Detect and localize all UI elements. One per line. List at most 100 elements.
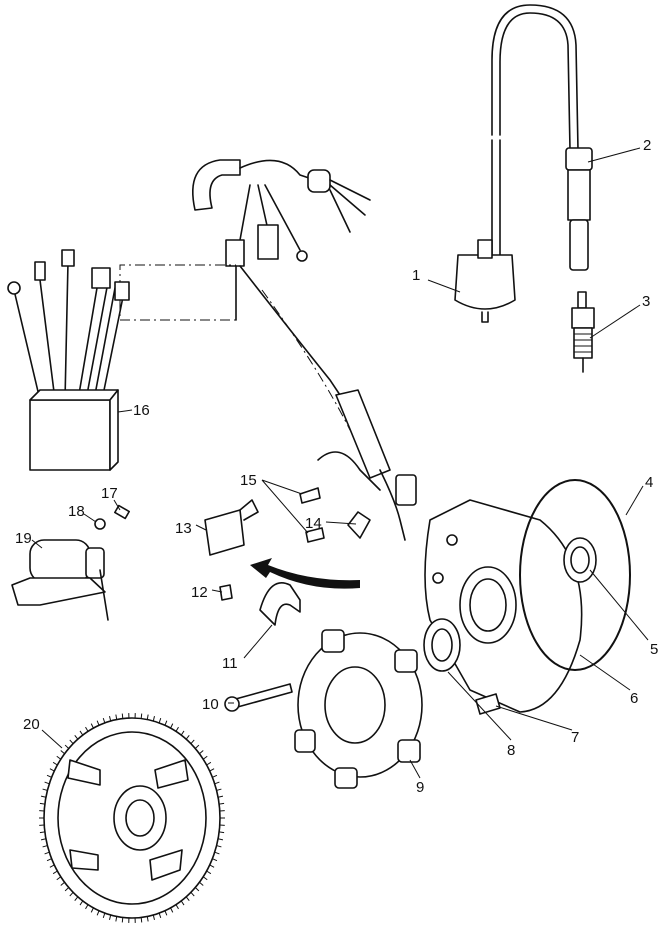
flywheel-tooth	[44, 851, 50, 855]
flywheel-tooth	[44, 781, 50, 785]
flywheel-tooth	[79, 730, 84, 736]
callout-14: 14	[305, 515, 322, 532]
flywheel-tooth	[219, 802, 225, 805]
washer	[94, 518, 106, 530]
flywheel-tooth	[90, 907, 94, 913]
flywheel-tooth	[180, 730, 185, 736]
flywheel-tooth	[206, 761, 212, 766]
callout-6: 6	[630, 690, 638, 707]
connection-line	[119, 264, 237, 321]
callout-10: 10	[202, 696, 219, 713]
direction-arrow	[250, 558, 360, 589]
flywheel-tooth	[216, 845, 222, 848]
callout-4: 4	[645, 474, 653, 491]
flywheel-tooth	[56, 876, 62, 881]
flywheel-tooth	[185, 734, 190, 740]
screw	[219, 584, 233, 601]
callout-13: 13	[175, 520, 192, 537]
flywheel-tooth	[194, 887, 200, 892]
flywheel-tooth	[180, 900, 185, 906]
pulser-coil	[204, 499, 259, 556]
flywheel-tooth	[194, 744, 200, 749]
callout-15: 15	[240, 472, 257, 489]
flywheel-tooth	[42, 788, 48, 791]
flywheel-tooth	[199, 881, 204, 886]
flywheel-tooth	[175, 904, 179, 910]
flywheel-tooth	[85, 726, 89, 732]
flywheel-tooth	[209, 768, 215, 772]
flywheel-tooth	[158, 717, 162, 724]
flywheel-tooth	[185, 896, 190, 902]
flywheel-tooth	[64, 744, 70, 749]
callout-7: 7	[571, 729, 579, 746]
bolt-head	[224, 696, 240, 712]
callout-11: 11	[222, 655, 238, 672]
flywheel-tooth	[74, 896, 79, 902]
flywheel-tooth	[214, 851, 220, 855]
callout-18: 18	[68, 503, 85, 520]
flywheel-tooth	[209, 864, 215, 868]
flywheel-tooth	[217, 795, 224, 798]
flywheel-tooth	[190, 891, 195, 897]
ignition-coil	[454, 4, 579, 323]
flywheel	[39, 713, 225, 923]
callout-1: 1	[412, 267, 420, 284]
flywheel-tooth	[121, 713, 124, 719]
flywheel-tooth	[102, 717, 106, 724]
flywheel-tooth	[202, 876, 208, 881]
flywheel-tooth	[40, 795, 47, 798]
bearing-seal	[563, 537, 597, 583]
starter-solenoid	[11, 539, 109, 621]
flywheel-tooth	[214, 781, 220, 785]
flywheel-tooth	[202, 755, 208, 760]
flywheel-tooth	[152, 715, 155, 722]
spark-plug	[571, 291, 595, 373]
flywheel-tooth	[74, 734, 79, 740]
flywheel-tooth	[206, 870, 212, 875]
callout-16: 16	[133, 402, 150, 419]
flywheel-tooth	[39, 831, 45, 834]
spark-plug-cap	[565, 147, 593, 271]
clamp	[259, 582, 301, 626]
flywheel-tooth	[216, 788, 222, 791]
flywheel-tooth	[60, 750, 65, 755]
stator	[294, 629, 423, 789]
flywheel-tooth	[146, 714, 149, 720]
flywheel-tooth	[219, 831, 225, 834]
flywheel-tooth	[170, 907, 174, 913]
callout-5: 5	[650, 641, 658, 658]
flywheel-tooth	[217, 838, 224, 841]
callout-12: 12	[191, 584, 208, 601]
nut	[114, 504, 130, 520]
o-ring	[519, 479, 631, 671]
flywheel-tooth	[49, 768, 55, 772]
flywheel-tooth	[49, 864, 55, 868]
flywheel-tooth	[85, 904, 89, 910]
flywheel-tooth	[60, 881, 65, 886]
flywheel-tooth	[164, 720, 168, 726]
flywheel-tooth	[69, 739, 74, 745]
flywheel-tooth	[46, 858, 52, 862]
flywheel-tooth	[190, 739, 195, 745]
screw	[305, 527, 325, 543]
callout-19: 19	[15, 530, 32, 547]
flywheel-tooth	[164, 910, 168, 916]
oil-seal	[423, 618, 461, 672]
flywheel-tooth	[56, 755, 62, 760]
ground-clip	[347, 511, 371, 539]
screw	[475, 693, 501, 715]
wiring-harness	[191, 159, 417, 541]
callout-17: 17	[101, 485, 118, 502]
flywheel-tooth	[90, 723, 94, 729]
callout-8: 8	[507, 742, 515, 759]
flywheel-tooth	[64, 887, 70, 892]
flywheel-tooth	[158, 912, 162, 919]
flywheel-tooth	[109, 914, 112, 921]
leader-lines	[31, 147, 649, 779]
flywheel-tooth	[42, 845, 48, 848]
flywheel-tooth	[170, 723, 174, 729]
flywheel-tooth	[109, 715, 112, 722]
flywheel-tooth	[69, 891, 74, 897]
flywheel-tooth	[96, 910, 100, 916]
flywheel-tooth	[52, 870, 58, 875]
